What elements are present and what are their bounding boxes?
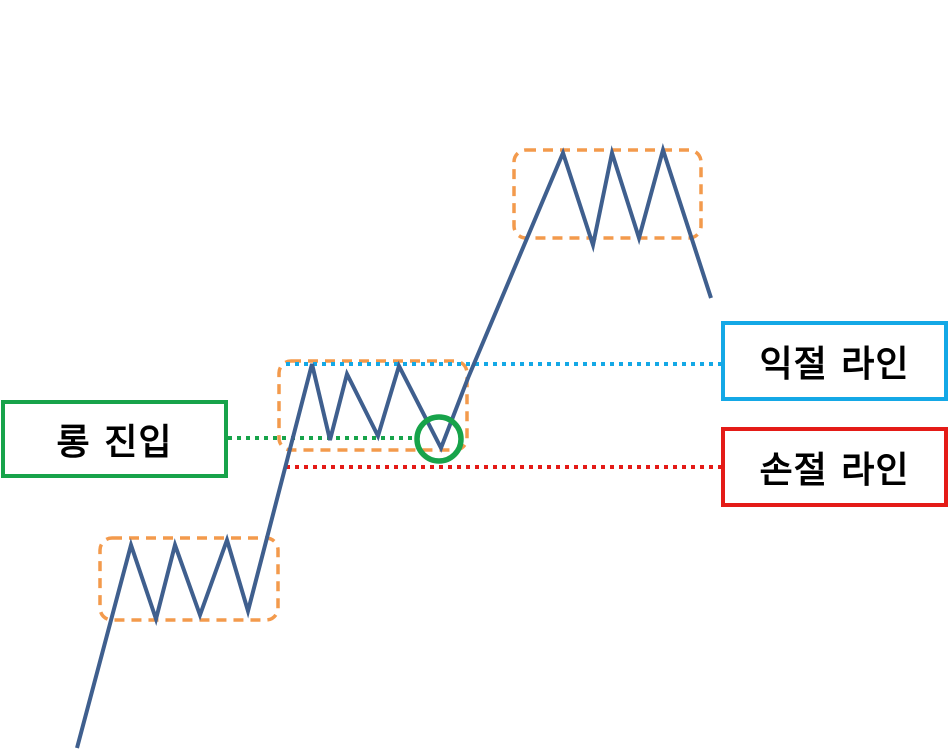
consolidation-box-mid xyxy=(277,359,469,452)
take-profit-label-box: 익절 라인 xyxy=(721,321,948,401)
long-entry-label: 롱 진입 xyxy=(56,422,173,463)
long-entry-label-box: 롱 진입 xyxy=(1,400,228,478)
consolidation-box-low xyxy=(98,536,280,622)
stop-loss-label-box: 손절 라인 xyxy=(721,427,948,507)
stop-loss-label: 손절 라인 xyxy=(759,450,910,491)
entry-circle-marker xyxy=(414,414,464,464)
take-profit-label: 익절 라인 xyxy=(759,344,910,385)
consolidation-box-high xyxy=(512,148,703,240)
price-line xyxy=(75,143,713,749)
